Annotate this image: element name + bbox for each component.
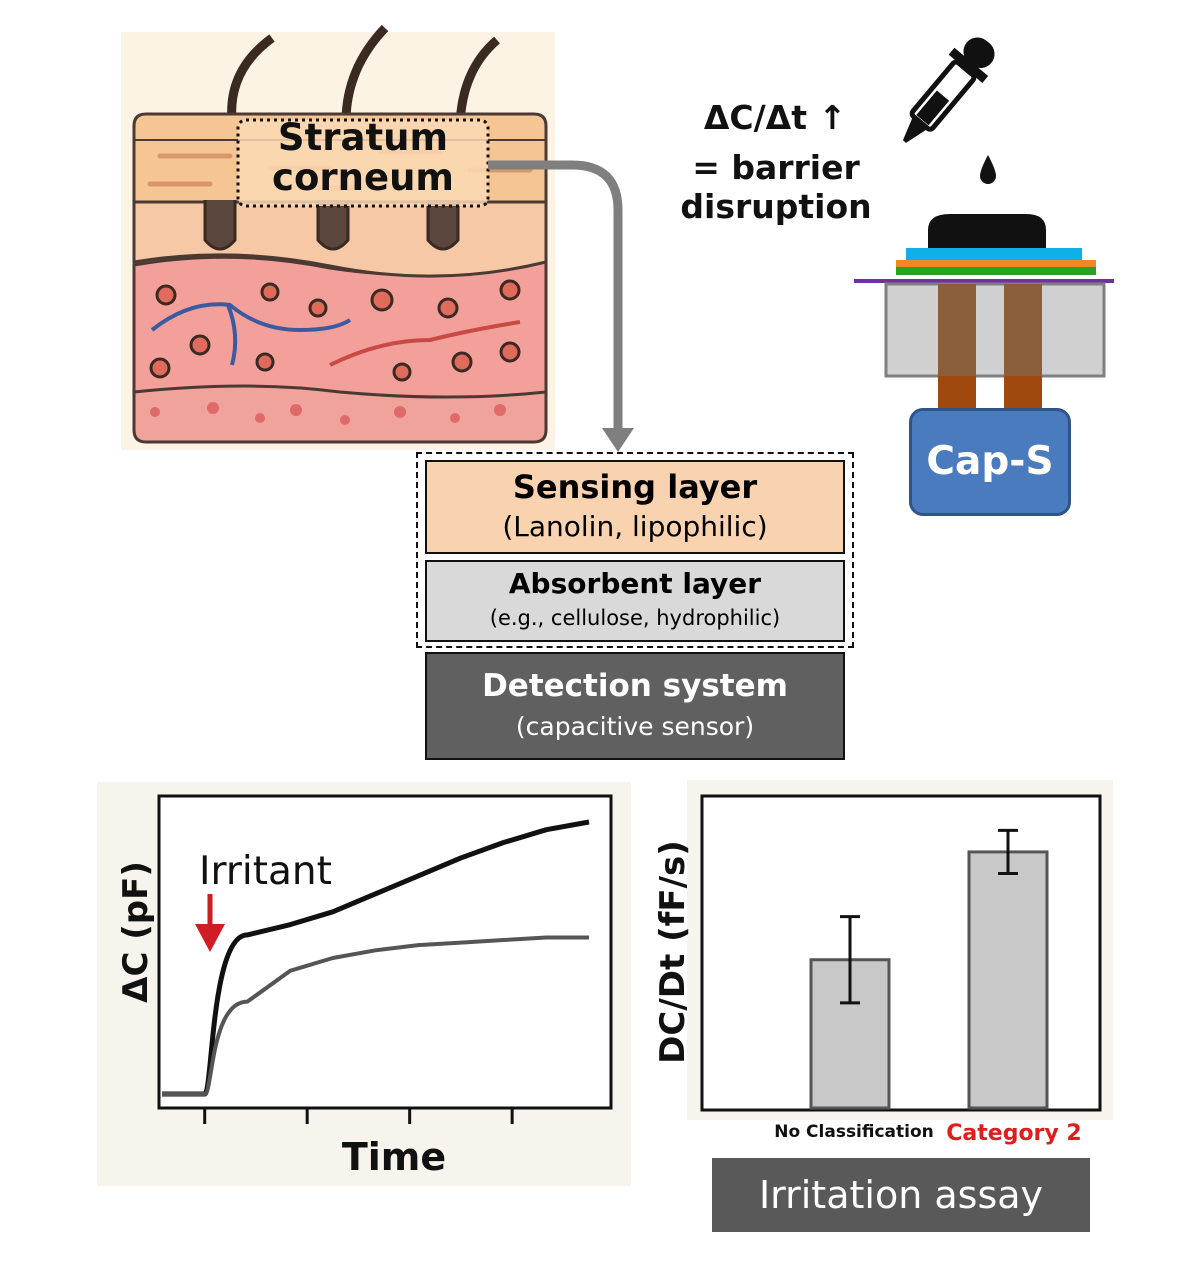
detection-system: Detection system (capacitive sensor) [425, 652, 845, 760]
irritation-bar-chart: DC/Dt (fF/s) No Classification Category … [653, 780, 1113, 1146]
series-line-2 [162, 935, 589, 1096]
bar-chart-ylabel: DC/Dt (fF/s) [653, 840, 693, 1064]
sensor-device-illustration [854, 37, 1114, 410]
stratum-corneum-line1: Stratum [277, 116, 449, 159]
equation-line2: = barrier disruption [680, 148, 872, 226]
dropper-icon [902, 37, 995, 143]
irritation-assay-banner: Irritation assay [712, 1158, 1090, 1232]
irritant-arrow-icon [195, 894, 225, 952]
stratum-corneum-line2: corneum [272, 156, 454, 199]
stratum-corneum-label: Stratum corneum [238, 118, 488, 198]
absorbent-layer-title: Absorbent layer [508, 567, 762, 600]
sensor-stack-outline [416, 452, 854, 648]
category-label-no-classification: No Classification [774, 1122, 934, 1142]
equation-line1: ΔC/Δt ↑ [703, 98, 847, 137]
sensing-layer-subtitle: (Lanolin, lipophilic) [502, 510, 768, 543]
chart-xlabel: Time [342, 1135, 446, 1179]
irritation-assay-label: Irritation assay [758, 1173, 1044, 1217]
error-bar-2 [998, 828, 1018, 875]
skin-illustration [121, 24, 634, 452]
detection-system-subtitle: (capacitive sensor) [515, 712, 755, 741]
irritant-annotation: Irritant [199, 849, 332, 894]
chart-ylabel: ΔC (pF) [116, 861, 156, 1003]
absorbent-layer-subtitle: (e.g., cellulose, hydrophilic) [489, 606, 781, 630]
capacitance-time-chart: Time ΔC (pF) Irritant [97, 782, 631, 1186]
cap-s-module: Cap-S [909, 408, 1071, 516]
absorbent-layer: Absorbent layer (e.g., cellulose, hydrop… [425, 560, 845, 642]
bar-2 [967, 850, 1049, 1110]
error-bar-1 [840, 915, 860, 1005]
sensing-layer: Sensing layer (Lanolin, lipophilic) [425, 460, 845, 554]
sensing-layer-title: Sensing layer [512, 468, 758, 506]
bar-1 [809, 958, 891, 1110]
cap-s-label: Cap-S [926, 439, 1054, 484]
category-label-category-2: Category 2 [946, 1121, 1081, 1146]
detection-system-title: Detection system [482, 668, 788, 704]
